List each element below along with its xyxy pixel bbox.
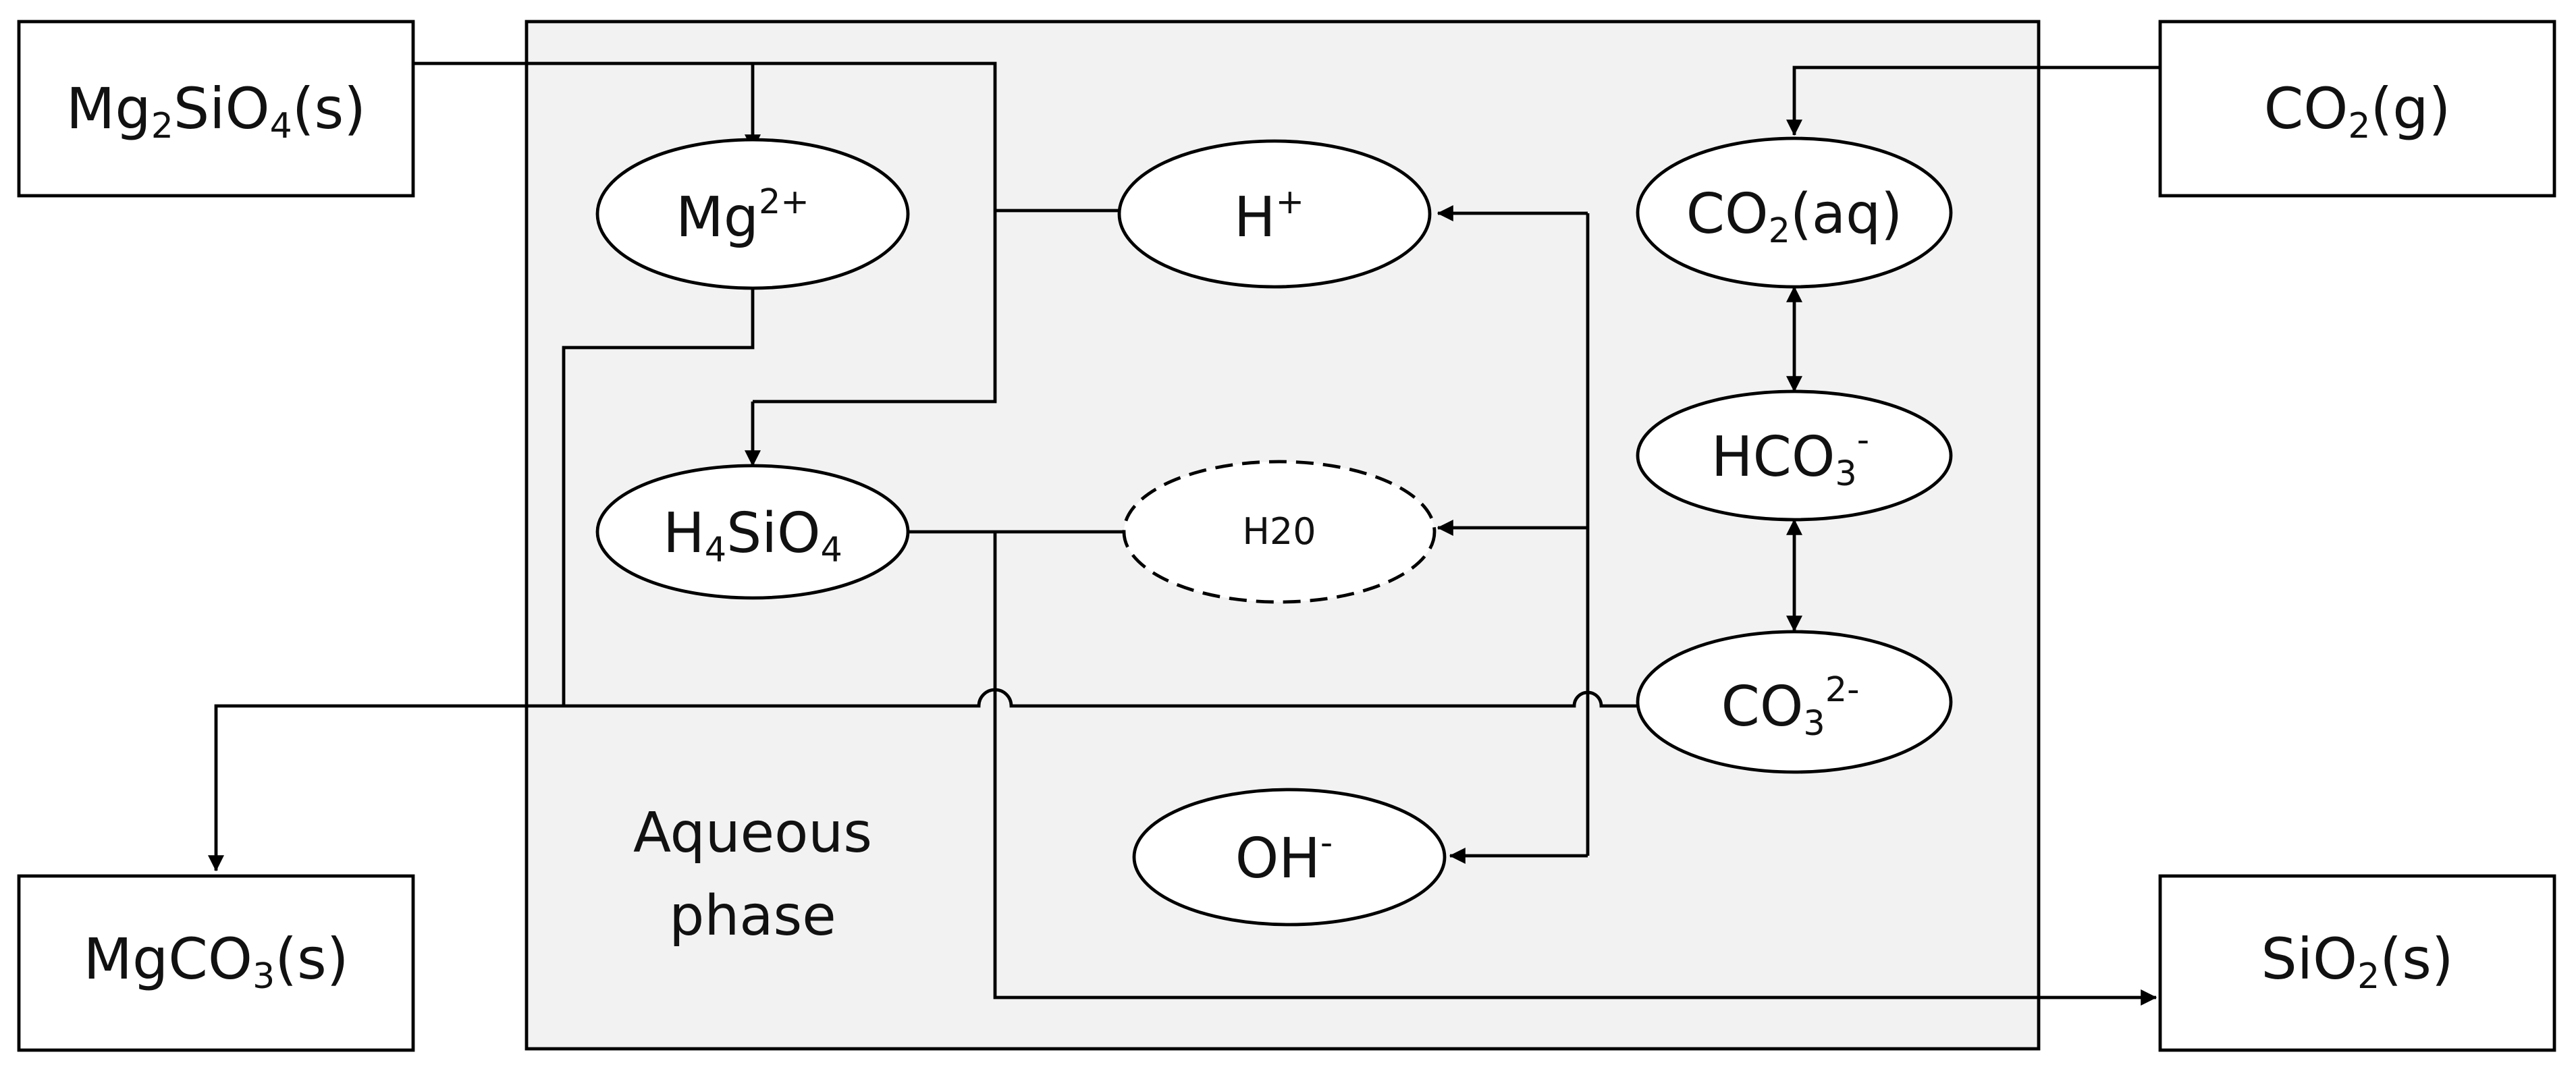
line-mg2plus-down bbox=[562, 288, 755, 706]
species-h4sio4: H4SiO4 bbox=[595, 464, 910, 600]
connectors bbox=[208, 61, 2160, 1006]
label-mg2plus: Mg2+ bbox=[676, 182, 809, 250]
label-hco3: HCO3- bbox=[1711, 420, 1869, 493]
box-co2g: CO2(g) bbox=[2158, 20, 2556, 198]
phase-label-line2: phase bbox=[669, 884, 836, 948]
label-co2g: CO2(g) bbox=[2264, 76, 2451, 146]
label-co2aq: CO2(aq) bbox=[1686, 182, 1902, 250]
box-sio2: SiO2(s) bbox=[2158, 874, 2556, 1052]
species-hco3: HCO3- bbox=[1636, 389, 1953, 522]
line-to-sio2 bbox=[993, 532, 2157, 1006]
aqueous-phase-label: Aqueous phase bbox=[633, 801, 872, 948]
h2o-label-bg bbox=[1237, 505, 1322, 556]
label-co3: CO32- bbox=[1721, 669, 1860, 743]
species-co3: CO32- bbox=[1636, 630, 1953, 774]
label-h4sio4: H4SiO4 bbox=[663, 501, 842, 570]
label-h2o: H20 bbox=[1242, 510, 1316, 553]
box-mgco3: MgCO3(s) bbox=[17, 874, 415, 1052]
species-oh: OH- bbox=[1132, 788, 1447, 927]
label-oh: OH- bbox=[1235, 823, 1333, 891]
line-mg2sio4-top bbox=[413, 61, 997, 404]
label-hplus: H+ bbox=[1234, 182, 1304, 250]
species-co2aq: CO2(aq) bbox=[1636, 136, 1953, 289]
label-mgco3: MgCO3(s) bbox=[83, 926, 348, 997]
line-co3-to-mgco3 bbox=[208, 688, 1639, 872]
label-mg2sio4: Mg2SiO4(s) bbox=[66, 76, 366, 146]
box-mg2sio4: Mg2SiO4(s) bbox=[17, 20, 415, 198]
phase-label-line1: Aqueous bbox=[633, 801, 872, 865]
species-hplus: H+ bbox=[1117, 139, 1432, 289]
species-mg2plus: Mg2+ bbox=[595, 138, 910, 290]
species-h2o: H20 bbox=[1122, 460, 1437, 604]
label-sio2: SiO2(s) bbox=[2261, 926, 2453, 997]
arrow-co2g-to-co2aq bbox=[1786, 65, 2160, 136]
